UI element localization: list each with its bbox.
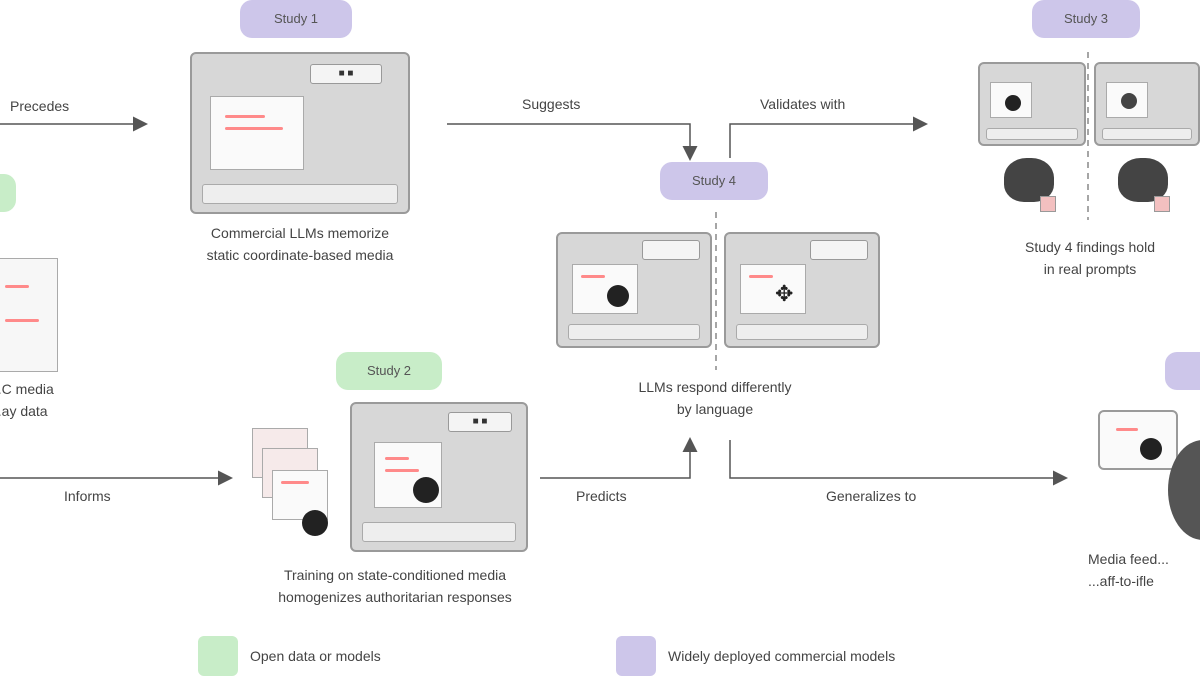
caption-study4: LLMs respond differently by language: [638, 379, 792, 417]
arrow-generalizes: [729, 440, 1068, 486]
badge-right-partial: [1165, 352, 1200, 390]
study3-window-right: [1094, 62, 1200, 146]
brain-icon-right: [1118, 158, 1168, 202]
brain-icon-left: [1004, 158, 1054, 202]
document-thumbnail: [374, 442, 442, 508]
arrow-suggests: [447, 123, 698, 161]
stacked-docs: [252, 428, 344, 538]
legend-swatch-open: [198, 636, 238, 676]
cursor-icon: [607, 285, 629, 307]
caption-study2: Training on state-conditioned media homo…: [278, 567, 512, 605]
document-thumbnail: [990, 82, 1032, 118]
document-thumbnail: ✥: [740, 264, 806, 314]
edge-label-generalizes: Generalizes to: [826, 488, 917, 504]
caption-study1: Commercial LLMs memorize static coordina…: [206, 225, 394, 263]
badge-study3: Study 3: [1032, 0, 1140, 38]
cursor-icon: [413, 477, 439, 503]
edge-label-suggests: Suggests: [522, 96, 581, 112]
edge-label-precedes: Precedes: [10, 98, 70, 114]
study4-window-right: ✥: [724, 232, 880, 348]
arrow-predicts: [540, 437, 698, 479]
caption-study3: Study 4 findings hold in real prompts: [1025, 239, 1155, 277]
caption-right-partial: Media feed... ...aff-to-ifle: [1088, 551, 1169, 589]
edge-label-predicts: Predicts: [576, 488, 627, 504]
move-cursor-icon: ✥: [775, 281, 794, 306]
legend-swatch-commercial: [616, 636, 656, 676]
cursor-icon: [302, 510, 328, 536]
edge-label-informs: Informs: [64, 488, 111, 504]
right-partial-window: [1098, 410, 1178, 470]
study3-window-left: [978, 62, 1086, 146]
badge-left-partial: [0, 174, 16, 212]
arrow-validates: [729, 116, 928, 158]
window-input-bar: [202, 184, 398, 204]
study1-window: ■ ■: [190, 52, 410, 214]
left-partial-doc: [0, 258, 58, 372]
edge-label-validates: Validates with: [760, 96, 846, 112]
caption-left-partial: ...C media ...ay data: [0, 381, 54, 419]
document-thumbnail: [1106, 82, 1148, 118]
badge-study1: Study 1: [240, 0, 352, 38]
study2-window: ■ ■: [350, 402, 528, 552]
badge-study4: Study 4: [660, 162, 768, 200]
document-thumbnail: [572, 264, 638, 314]
legend-label-commercial: Widely deployed commercial models: [668, 648, 896, 664]
window-control: ■ ■: [310, 64, 382, 84]
badge-study2: Study 2: [336, 352, 442, 390]
document-thumbnail: [210, 96, 304, 170]
legend-label-open: Open data or models: [250, 648, 381, 664]
study4-window-left: [556, 232, 712, 348]
